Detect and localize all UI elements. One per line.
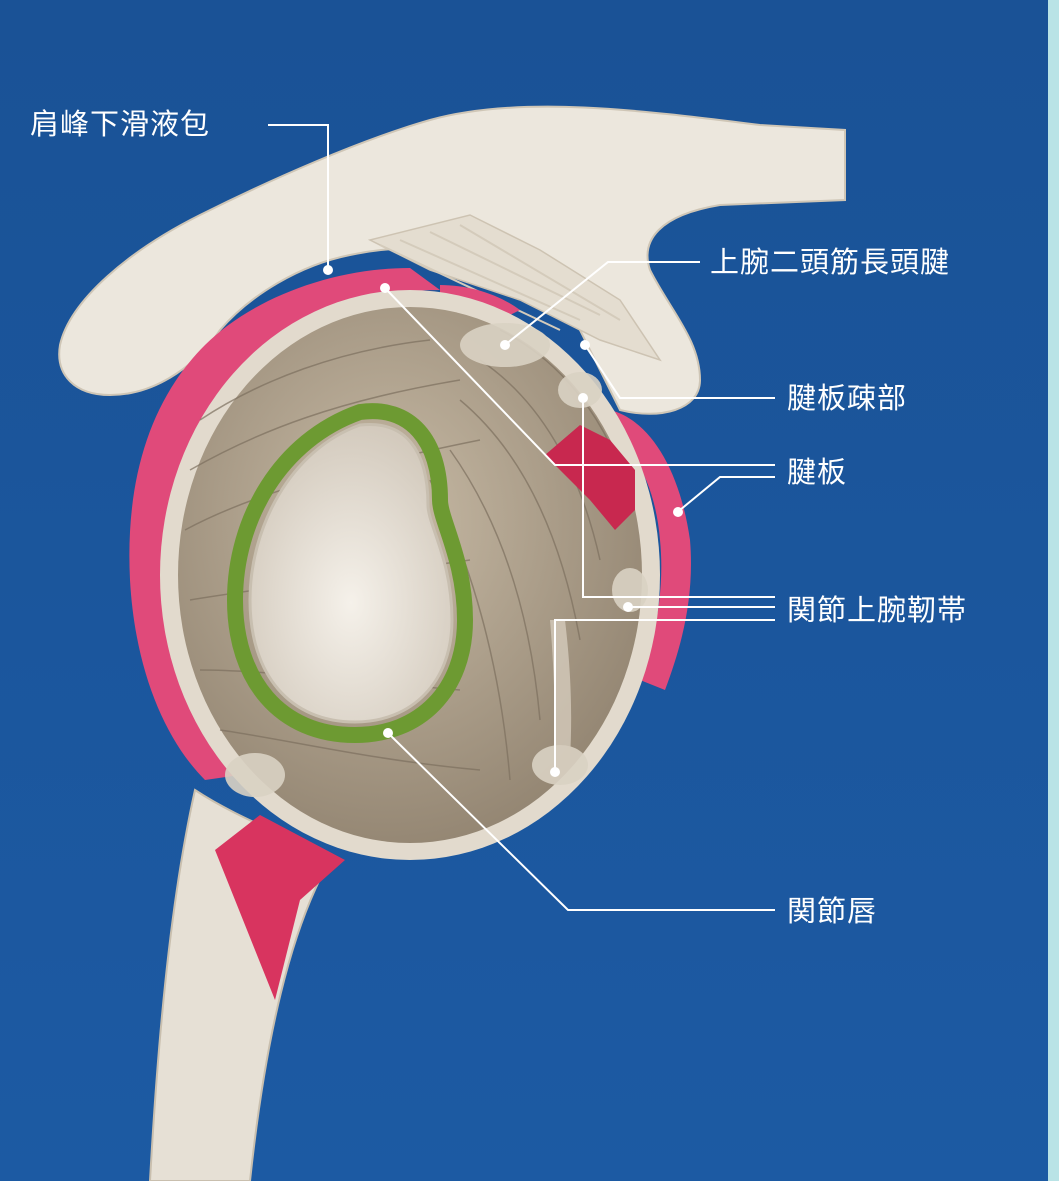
- dot-labrum: [383, 728, 393, 738]
- leader-rotator-cuff: [384, 287, 775, 466]
- label-biceps-long-head-tendon: 上腕二頭筋長頭腱: [710, 245, 951, 279]
- leader-dots: [323, 265, 683, 777]
- leader-rotator-interval: [584, 344, 775, 399]
- ligament-blob-3: [225, 753, 285, 797]
- interval-blob: [558, 372, 602, 408]
- labrum-ring: [227, 403, 473, 743]
- dot-rotator-interval: [580, 340, 590, 350]
- ligament-blob-2: [532, 745, 588, 785]
- label-rotator-cuff: 腱板: [787, 455, 848, 489]
- glenoid-surface: [248, 422, 454, 724]
- leader-lines: [268, 124, 775, 911]
- coracoacromial-ligament: [367, 214, 662, 362]
- leader-rotator-cuff-2: [679, 476, 775, 511]
- rotator-cuff-red: [545, 425, 635, 530]
- dot-ligament-2: [623, 602, 633, 612]
- ligament-fibers: [379, 224, 621, 331]
- dot-ligament-1: [578, 393, 588, 403]
- ligament-blob-1: [612, 568, 648, 612]
- dot-ligament-3: [550, 767, 560, 777]
- leader-ligament-1: [582, 398, 775, 598]
- acromion-bone: [58, 105, 846, 415]
- label-rotator-interval: 腱板疎部: [787, 381, 908, 415]
- rotator-cuff-ring: [129, 268, 440, 780]
- leader-labrum: [387, 732, 775, 911]
- teres-muscle: [215, 815, 345, 1000]
- leader-biceps-tendon: [504, 261, 700, 346]
- label-glenohumeral-ligament: 関節上腕靭帯: [787, 593, 968, 627]
- dot-rotator-cuff-2: [673, 507, 683, 517]
- dot-subacromial-bursa: [323, 265, 333, 275]
- dot-rotator-cuff: [380, 283, 390, 293]
- label-subacromial-bursa: 肩峰下滑液包: [30, 107, 211, 141]
- dot-biceps-tendon: [500, 340, 510, 350]
- panel-edge: [1048, 0, 1059, 1181]
- leader-ligament-3: [554, 619, 775, 770]
- label-labrum: 関節唇: [787, 894, 878, 928]
- leader-subacromial-bursa: [268, 124, 329, 268]
